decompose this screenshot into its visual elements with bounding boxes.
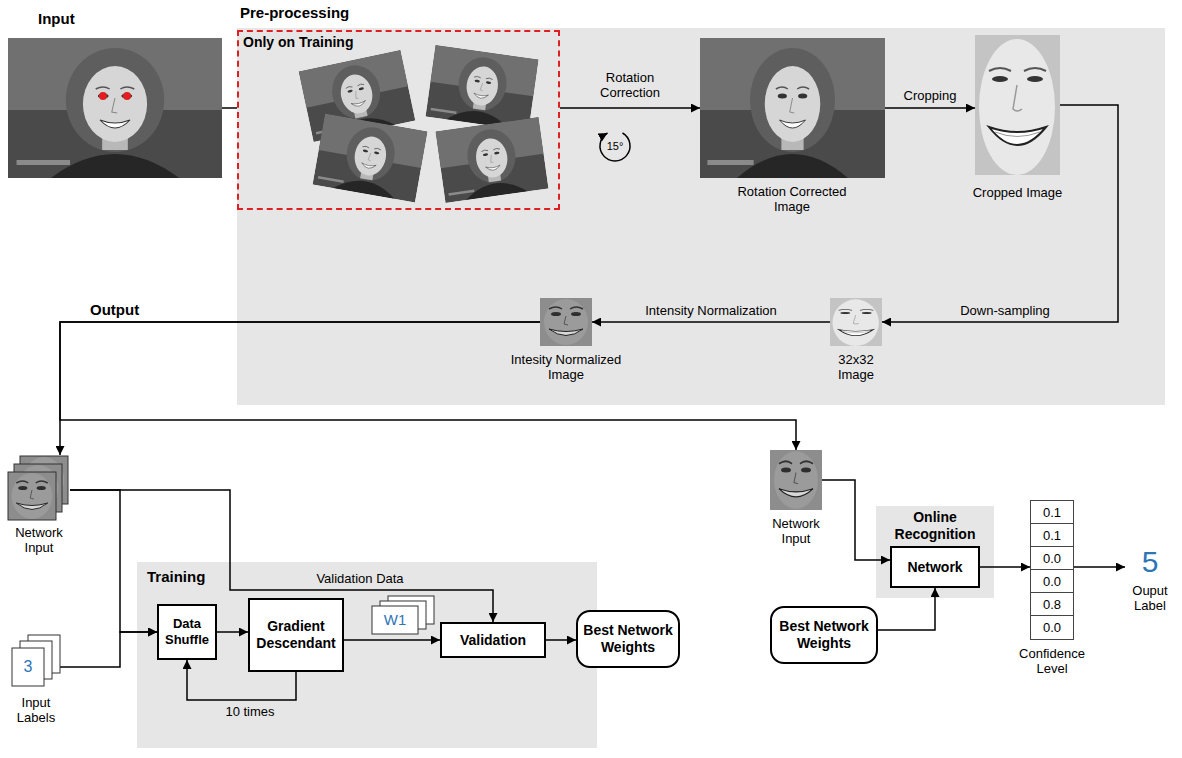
- network-input-stack: Network Input: [8, 455, 70, 520]
- image-caption: Input Labels: [6, 695, 66, 725]
- panel-heading: Online Recognition: [876, 509, 994, 543]
- label-digit: 3: [12, 658, 44, 676]
- output-heading: Output: [90, 301, 160, 319]
- edge-label: Down-sampling: [950, 303, 1060, 318]
- edge-label: Rotation Correction: [585, 70, 675, 100]
- weights-box: Best Network Weights: [576, 610, 680, 668]
- connector-arrow: [980, 566, 1030, 568]
- connector-arrow: [560, 107, 700, 109]
- connector-arrow: [1074, 566, 1125, 568]
- weights-box: Best Network Weights: [770, 606, 878, 664]
- image-caption: Network Input: [756, 516, 836, 546]
- table-cell: 0.8: [1031, 593, 1073, 616]
- box-label: Gradient Descendant: [252, 618, 340, 652]
- panel-heading: Training: [147, 568, 247, 586]
- weights-stack: W1: [372, 596, 434, 634]
- connector-arrow: [60, 632, 157, 667]
- small-image: 32x32 Image: [830, 298, 882, 346]
- box-label: Data Shuffle: [161, 616, 213, 648]
- training-band: TrainingData Shuffle Gradient Descendant W…: [137, 562, 597, 748]
- label-digit: 5: [1125, 545, 1175, 579]
- connector-arrow: [60, 322, 796, 450]
- process-box: Validation: [440, 622, 546, 658]
- normalized-image: Intesity Normalized Image: [540, 298, 592, 346]
- connector-arrow: [217, 631, 248, 633]
- edge-label: Intensity Normalization: [600, 303, 822, 318]
- connector-arrow: [70, 490, 157, 632]
- panel-fill: [237, 28, 1165, 405]
- image-caption: Cropped Image: [957, 185, 1078, 200]
- box-label: Network: [894, 559, 976, 576]
- output-label: 5Ouput Label: [1125, 545, 1175, 620]
- image-caption: Intesity Normalized Image: [501, 352, 631, 382]
- image-caption: Ouput Label: [1122, 583, 1178, 613]
- image-caption: Rotation Corrected Image: [727, 184, 857, 214]
- image-caption: Confidence Level: [1010, 646, 1094, 676]
- table-cell: 0.0: [1031, 616, 1073, 639]
- panel-fill: [876, 506, 994, 598]
- process-box: Network: [890, 546, 980, 588]
- box-label: Best Network Weights: [774, 618, 874, 652]
- recognition-band: Online RecognitionNetwork: [876, 506, 994, 598]
- box-label: Best Network Weights: [580, 622, 676, 656]
- panel-heading: Pre-processing: [240, 4, 440, 22]
- cropped-photo: Cropped Image: [975, 35, 1060, 175]
- confidence-vector: 0.10.10.00.00.80.0Confidence Level: [1030, 500, 1074, 640]
- connector-arrow: [592, 321, 830, 323]
- connector-arrow: [885, 107, 975, 109]
- connector-arrow: [222, 107, 237, 109]
- preprocessing-band: Pre-processingOnly on TrainingRotation C…: [237, 28, 1165, 405]
- connector-arrow: [878, 588, 935, 630]
- box-label: Validation: [444, 632, 542, 649]
- connector-arrow: [546, 639, 576, 641]
- connector-arrow: [60, 322, 540, 455]
- panel-heading: Input: [38, 10, 118, 28]
- image-caption: 32x32 Image: [830, 352, 882, 382]
- edge-label: 10 times: [195, 704, 305, 719]
- angle-value: 15°: [603, 139, 627, 153]
- image-caption: Network Input: [4, 525, 74, 555]
- edge-label: Validation Data: [260, 571, 460, 586]
- process-box: Gradient Descendant: [248, 598, 344, 672]
- connector-arrow: [822, 480, 890, 560]
- connector-arrow: [344, 639, 440, 641]
- corrected-photo: Rotation Corrected Image: [700, 38, 885, 178]
- training-only-region: Only on Training: [237, 30, 560, 210]
- table-cell: 0.1: [1031, 501, 1073, 524]
- process-box: Data Shuffle: [157, 604, 217, 660]
- region-heading: Only on Training: [243, 34, 423, 51]
- input-label-stack: 3Input Labels: [12, 635, 60, 690]
- edge-label: Cropping: [893, 88, 967, 103]
- weight-name: W1: [372, 611, 418, 628]
- network-input-image: Network Input: [770, 450, 822, 510]
- table-cell: 0.0: [1031, 547, 1073, 570]
- input-photo: Input: [8, 38, 222, 178]
- table-cell: 0.0: [1031, 570, 1073, 593]
- table-cell: 0.1: [1031, 524, 1073, 547]
